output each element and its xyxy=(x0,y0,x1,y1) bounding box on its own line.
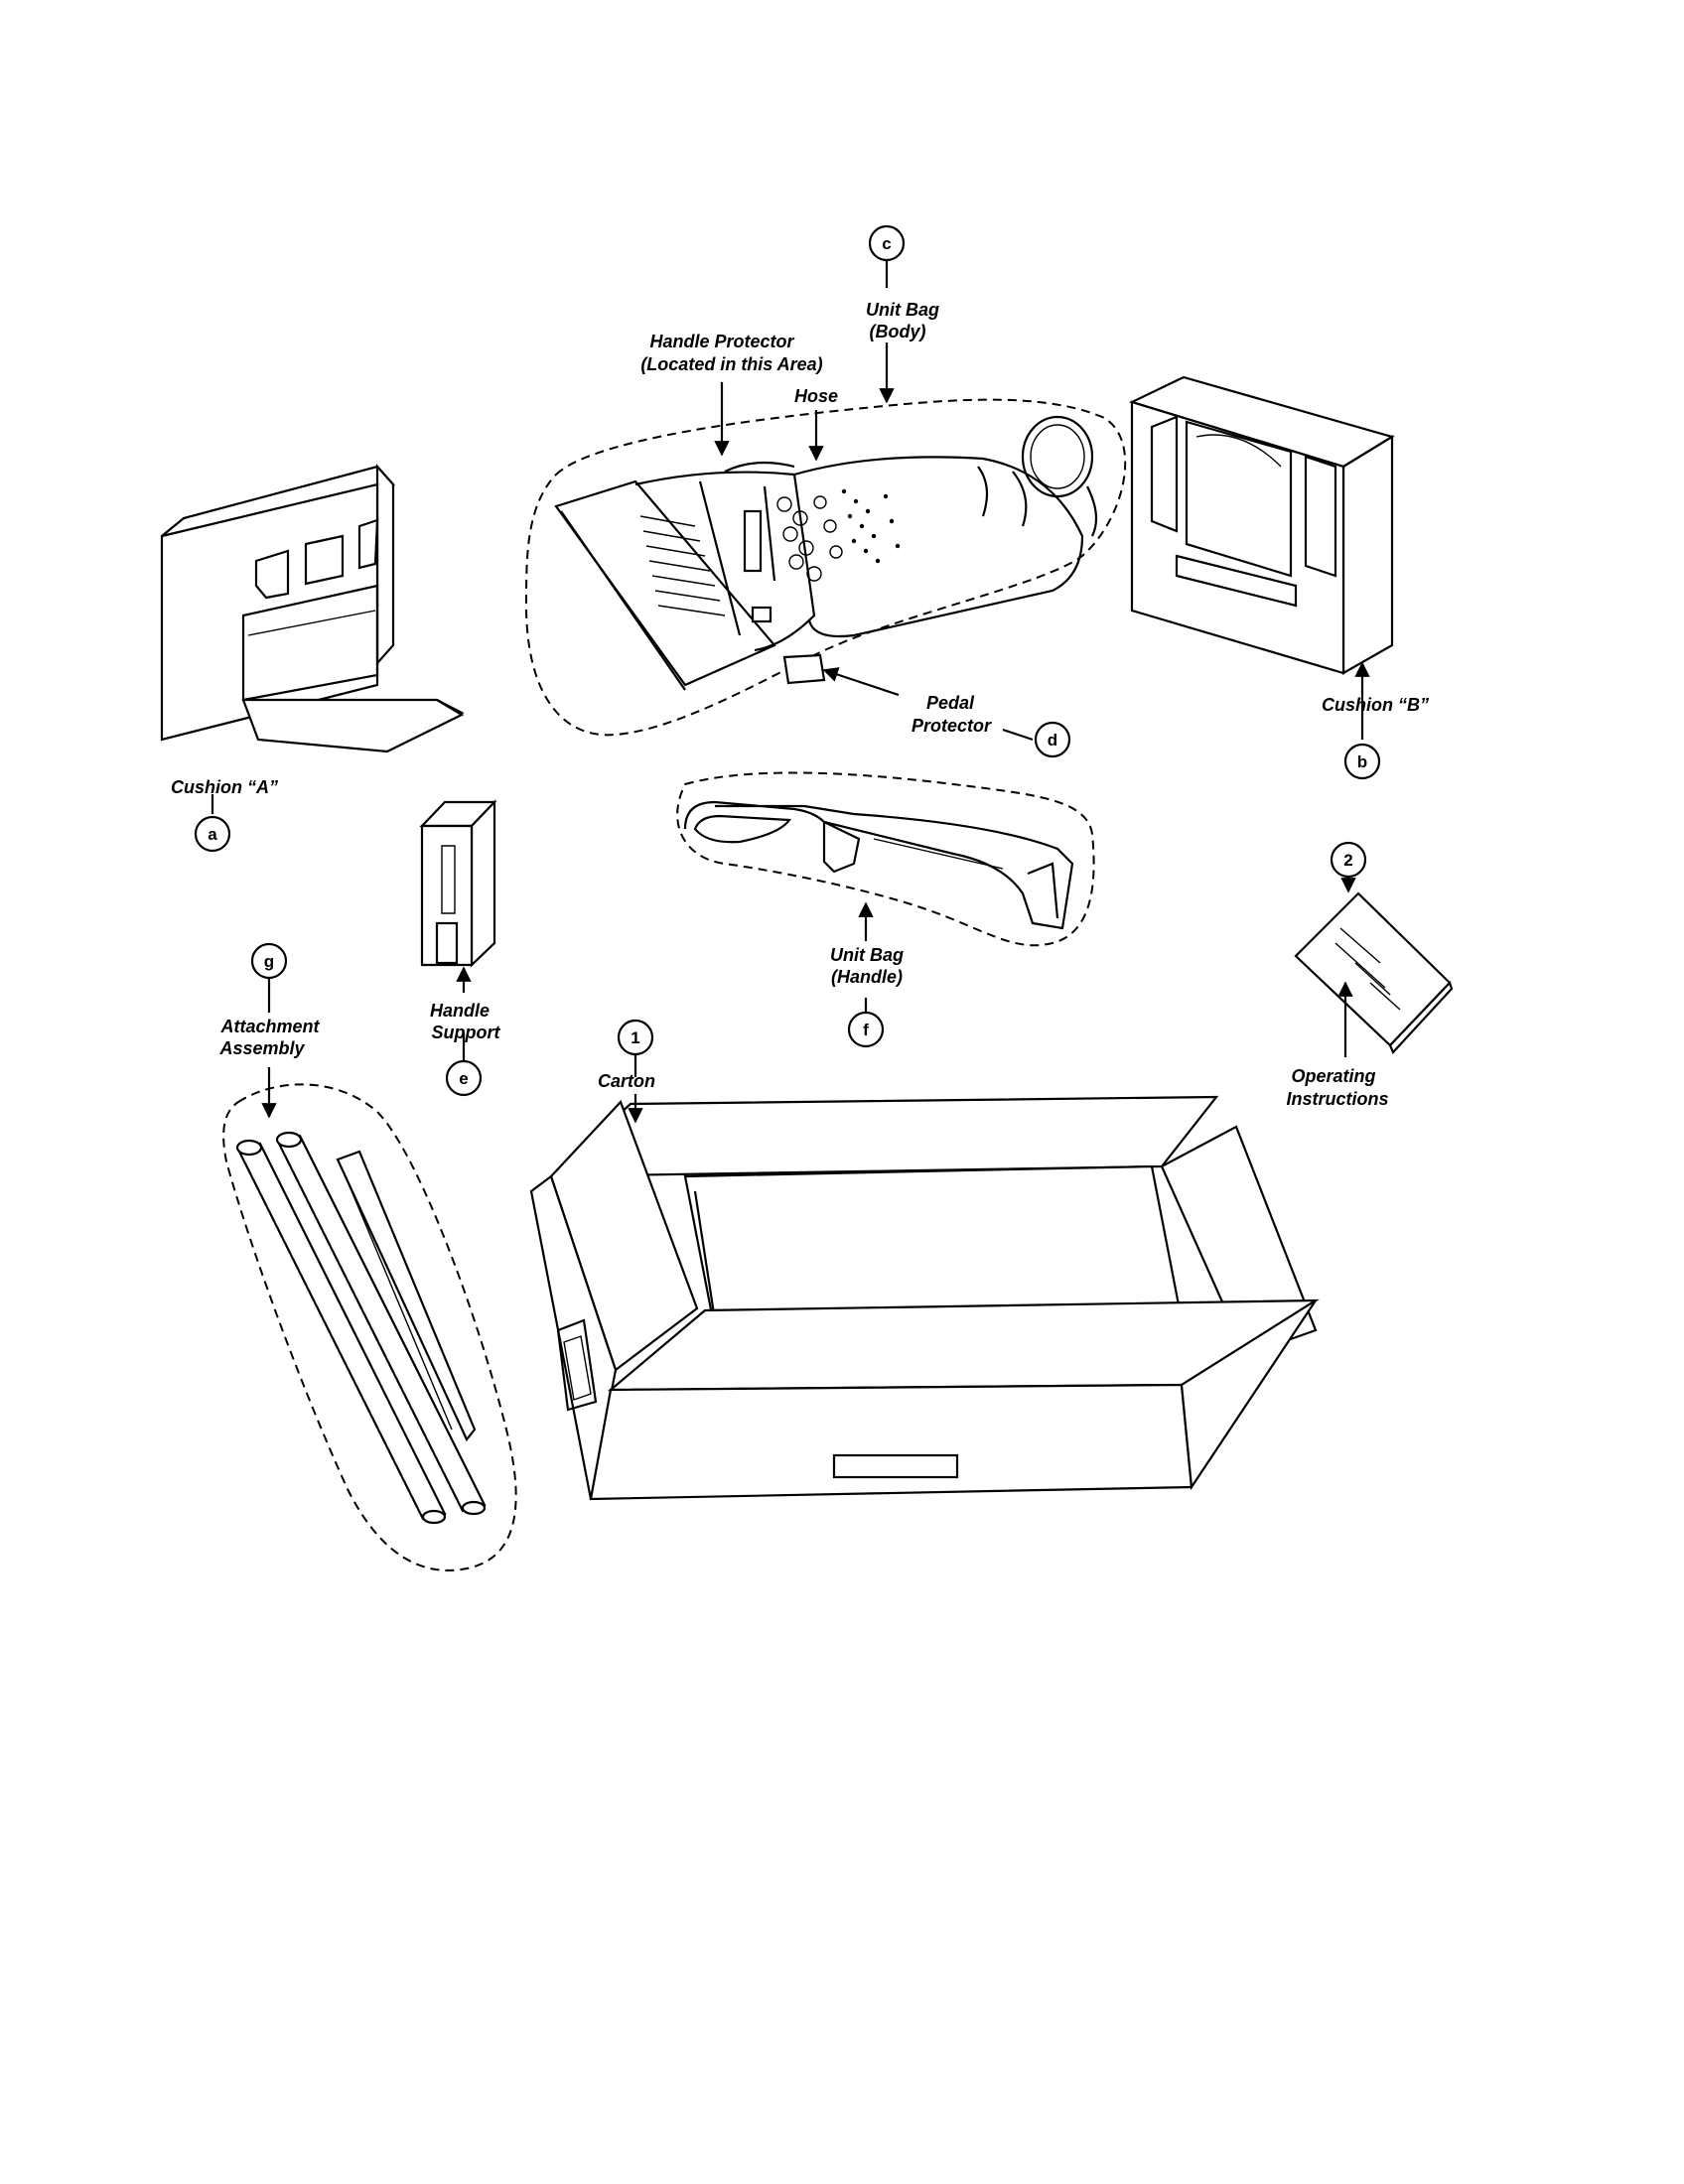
callout-a-text: a xyxy=(208,825,217,844)
handle-support-label-2: Support xyxy=(432,1023,501,1042)
pedal-protector-label-2: Protector xyxy=(912,716,992,736)
cushion-a-label: Cushion “A” xyxy=(171,777,278,797)
callout-1-text: 1 xyxy=(631,1028,639,1047)
attachment-assembly-label-2: Assembly xyxy=(218,1038,305,1058)
callout-b: b xyxy=(1343,743,1381,780)
hose-label: Hose xyxy=(794,386,838,406)
callout-2: 2 xyxy=(1330,841,1367,879)
unit-bag-handle-label-2: (Handle) xyxy=(831,967,903,987)
callout-d: d xyxy=(1034,721,1071,758)
callout-2-text: 2 xyxy=(1343,851,1352,870)
callout-a: a xyxy=(194,815,231,853)
leader-lines xyxy=(210,260,1370,1124)
cushion-b-drawing xyxy=(1128,375,1395,675)
callout-f: f xyxy=(847,1011,885,1048)
operating-instructions-drawing xyxy=(1294,891,1454,1054)
callout-b-text: b xyxy=(1357,752,1367,771)
callout-f-text: f xyxy=(863,1021,869,1039)
handle-support-drawing xyxy=(419,799,497,968)
callout-g: g xyxy=(250,942,288,980)
callout-g-text: g xyxy=(264,952,274,971)
pedal-protector-label-1: Pedal xyxy=(926,693,975,713)
cushion-b-label: Cushion “B” xyxy=(1322,695,1429,715)
callout-d-text: d xyxy=(1048,731,1057,750)
callout-c: c xyxy=(868,224,906,262)
callout-c-text: c xyxy=(882,234,891,253)
callout-1: 1 xyxy=(617,1019,654,1056)
handle-protector-label-2: (Located in this Area) xyxy=(640,354,822,374)
handle-protector-label-1: Handle Protector xyxy=(649,332,794,351)
vacuum-handle-drawing xyxy=(676,771,1095,947)
unit-bag-handle-label-1: Unit Bag xyxy=(830,945,904,965)
handle-support-label-1: Handle xyxy=(430,1001,490,1021)
cushion-a-drawing xyxy=(160,464,465,753)
unit-bag-body-label-2: (Body) xyxy=(870,322,926,341)
carton-label: Carton xyxy=(598,1071,655,1091)
vacuum-body-drawing xyxy=(524,398,1127,737)
carton-drawing xyxy=(529,1095,1320,1501)
unit-bag-body-label-1: Unit Bag xyxy=(866,300,939,320)
callout-e: e xyxy=(445,1059,483,1097)
attachment-assembly-label-1: Attachment xyxy=(219,1017,320,1036)
operating-instructions-label-2: Instructions xyxy=(1286,1089,1388,1109)
callout-e-text: e xyxy=(459,1069,468,1088)
operating-instructions-label-1: Operating xyxy=(1291,1066,1375,1086)
attachment-assembly-drawing xyxy=(222,1083,517,1571)
